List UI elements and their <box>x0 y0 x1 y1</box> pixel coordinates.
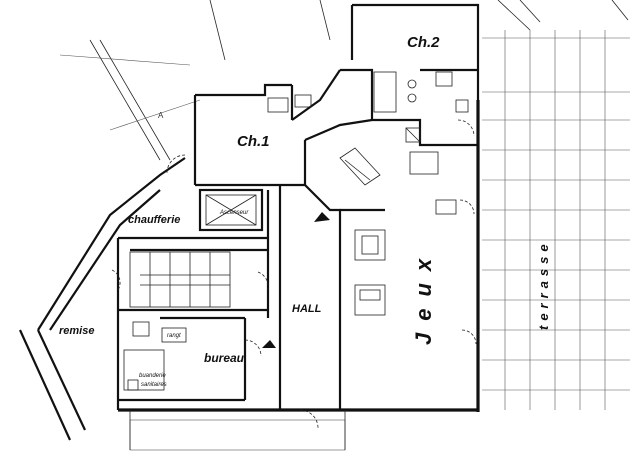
room-label-sanitaires: sanitaires <box>141 382 167 388</box>
building-walls <box>18 3 480 451</box>
furniture <box>123 71 469 391</box>
room-label-hall: HALL <box>292 303 322 315</box>
room-label-bureau: bureau <box>204 351 245 365</box>
room-label-jeux: Jeux <box>411 247 436 345</box>
room-label-remise: remise <box>59 325 94 337</box>
boundary-lines <box>59 0 331 161</box>
room-label-ch2: Ch.2 <box>407 34 440 51</box>
room-label-buanderie: buanderie <box>139 373 166 379</box>
room-label-ascenseur: Ascenseur <box>219 210 249 216</box>
stair-letter-a: A <box>158 111 164 120</box>
room-label-chaufferie: chaufferie <box>128 214 180 226</box>
room-label-ch1: Ch.1 <box>237 133 270 150</box>
entrance-arrows <box>262 212 330 348</box>
room-label-rangt: rangt <box>167 333 181 339</box>
terrace-grid <box>482 0 630 410</box>
room-label-terrasse: terrasse <box>536 239 551 330</box>
doors <box>111 119 477 429</box>
